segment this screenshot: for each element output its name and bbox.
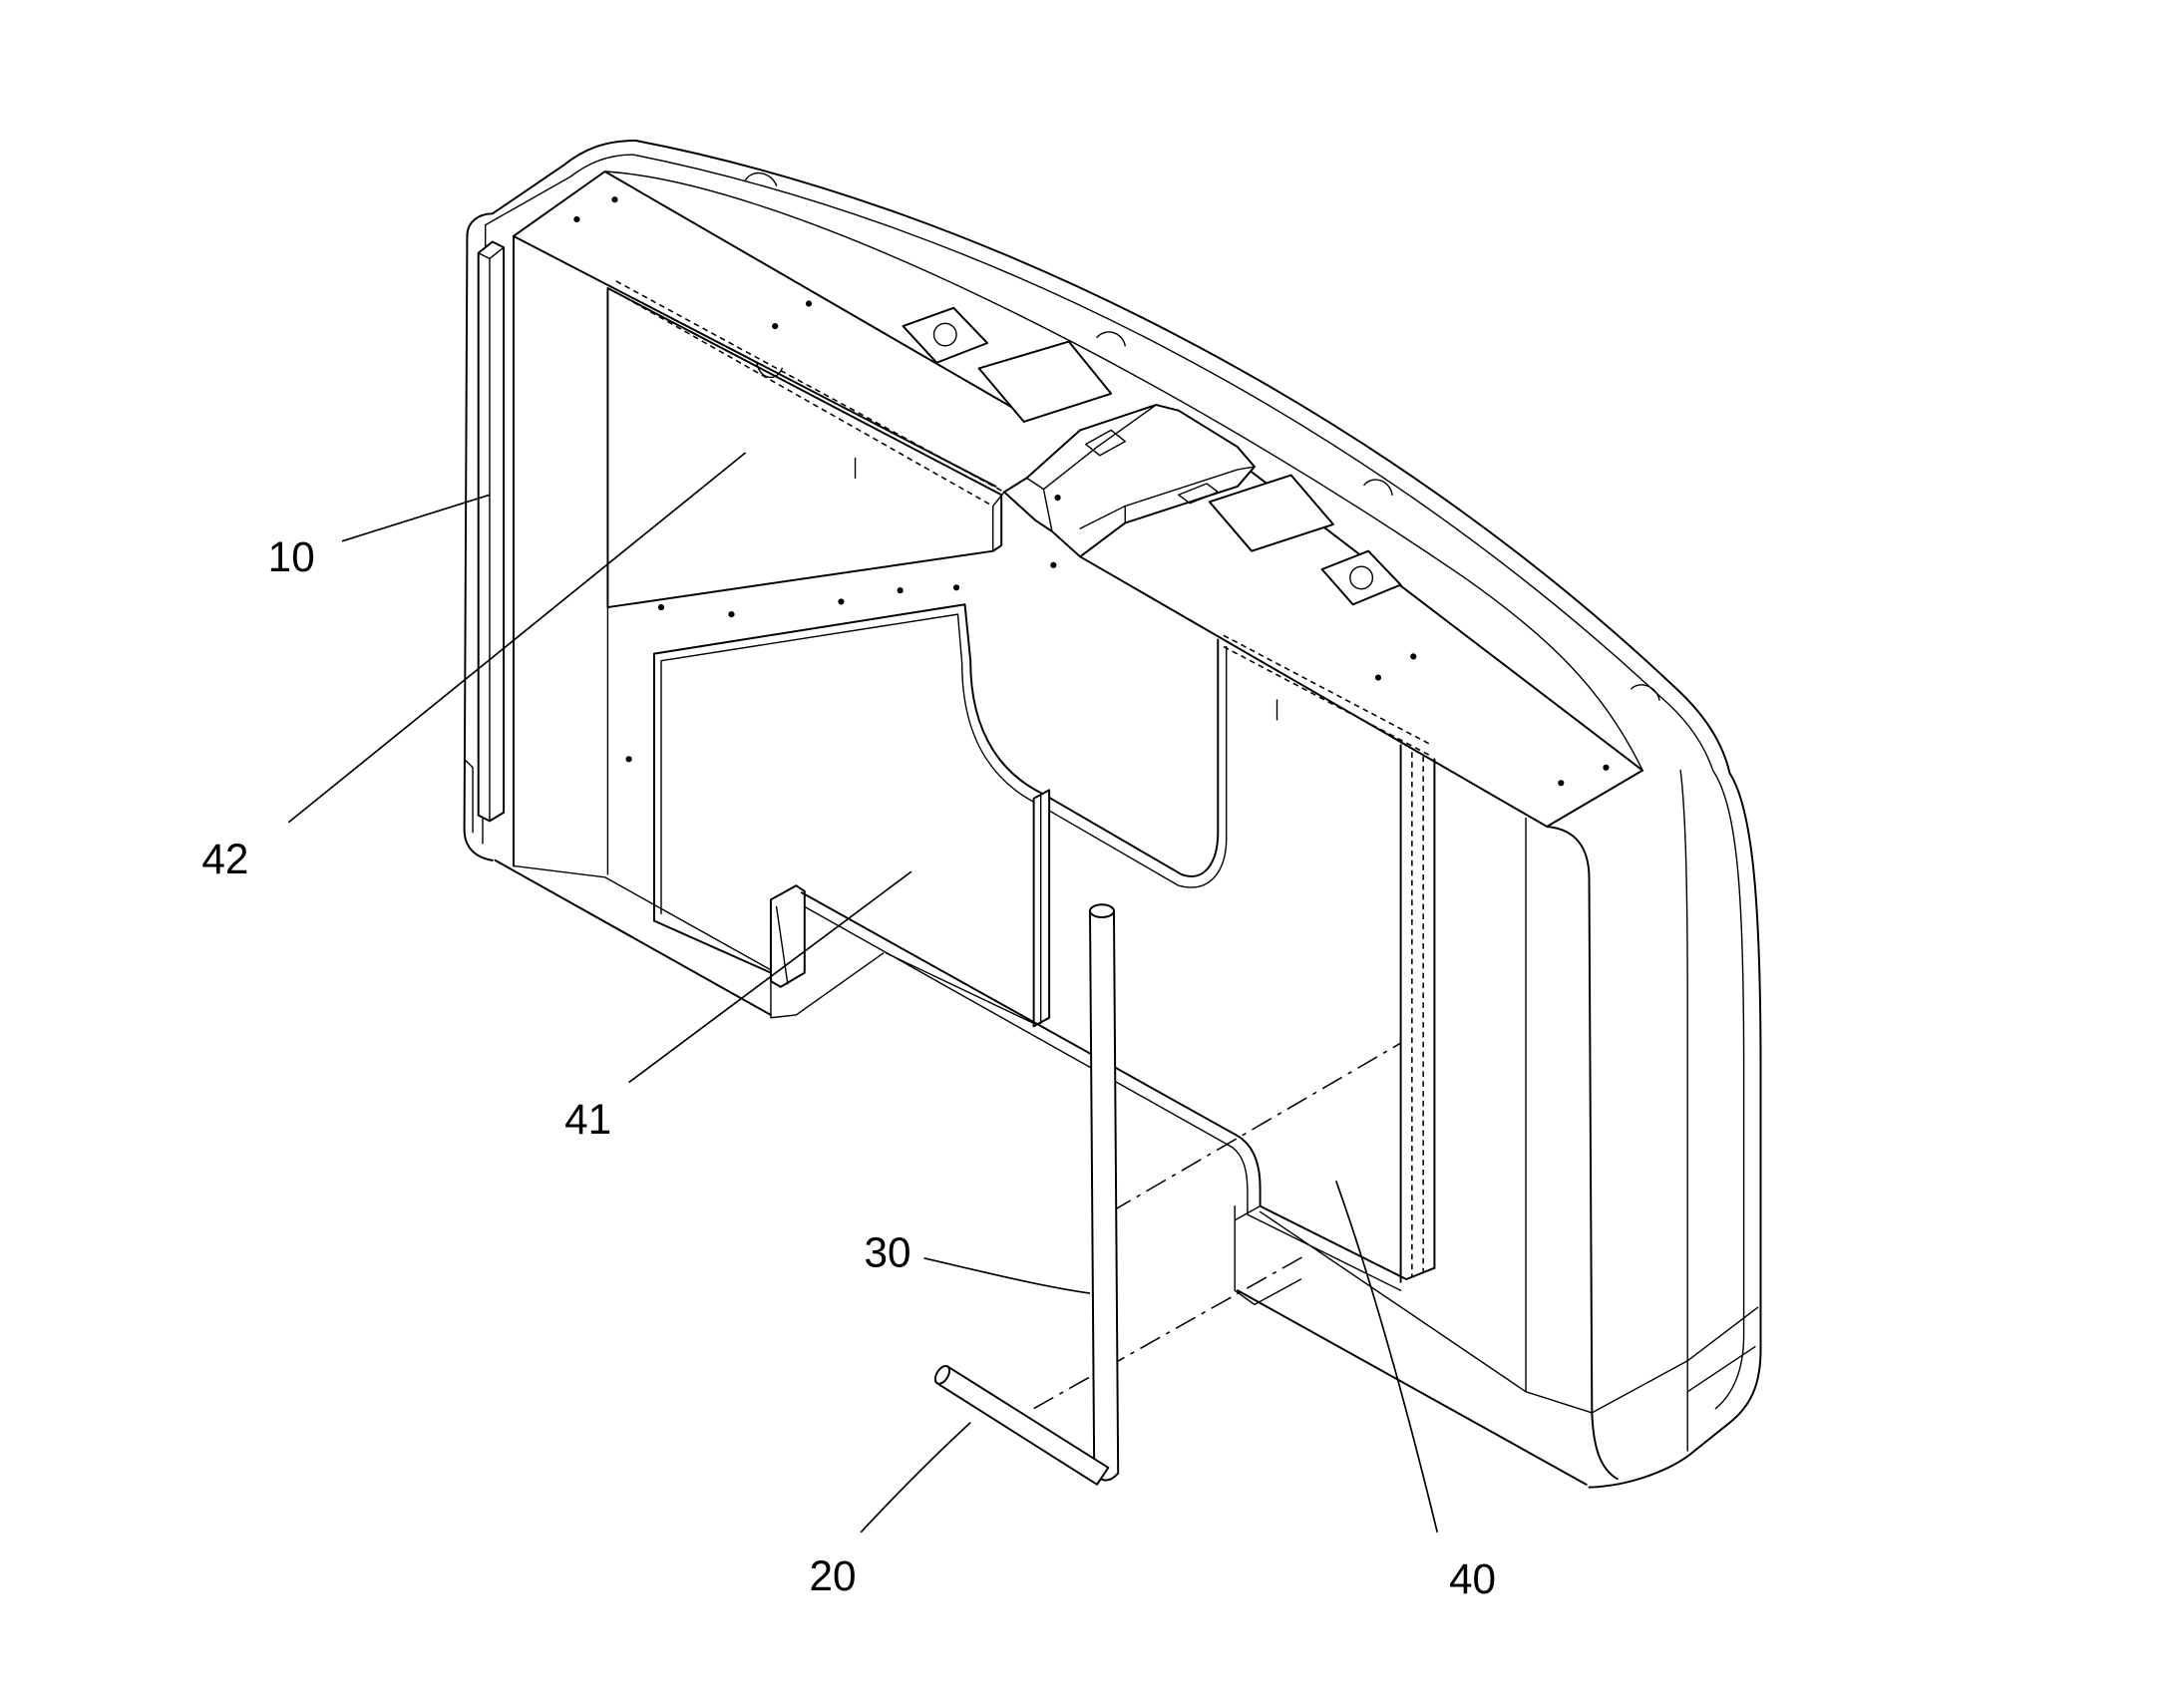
rim-bump-1: [744, 171, 778, 186]
shell-rim-inner: [603, 171, 1643, 772]
back-face-bottom-edge: [513, 864, 772, 971]
right-cap-band-2: [1686, 1345, 1756, 1393]
hole: [838, 598, 845, 605]
shell-rim-outer: [466, 140, 1762, 1489]
left-panel-outer-edge: [463, 234, 494, 861]
leader-line-42: [287, 452, 747, 824]
tube-30-body: [1089, 909, 1120, 1482]
left-side-rail: [477, 240, 506, 823]
reference-numeral-40: 40: [1449, 1555, 1496, 1602]
reference-numeral-42: 42: [201, 836, 248, 882]
leader-line-40: [1334, 1181, 1439, 1533]
reference-numeral-30: 30: [864, 1229, 910, 1276]
hole: [1410, 653, 1417, 660]
plate-40-bottom-edge: [800, 891, 1436, 1280]
hole: [1558, 780, 1565, 787]
plate-41-bottom-left: [652, 919, 772, 974]
mounting-plate-41: [652, 603, 1228, 1028]
tube-20-end-cap: [933, 1364, 951, 1385]
plate-41-outline: [652, 603, 1220, 922]
rail-edge: [477, 246, 505, 823]
top-face-near-edge-left: [512, 234, 997, 488]
top-face-details: [902, 306, 1402, 606]
plate-40-bottom-edge-inner: [804, 905, 1402, 1291]
right-cap-front-corner: [1546, 826, 1619, 1481]
hole: [611, 196, 618, 203]
mounting-plate-42: [606, 280, 1005, 609]
reference-numeral-41: 41: [564, 1096, 611, 1143]
bottom-edge-right: [1237, 1289, 1588, 1486]
hole: [1603, 764, 1610, 771]
leader-lines: [287, 452, 1439, 1534]
hole: [805, 300, 813, 307]
reference-numeral-10: 10: [268, 533, 315, 580]
hole: [1050, 561, 1057, 568]
plate-42-hidden-edge-1: [615, 280, 1005, 494]
mounting-holes: [573, 196, 1610, 787]
hole: [573, 215, 580, 223]
plate-40-hidden-edge-top-1: [1223, 634, 1432, 746]
hole: [1054, 494, 1061, 502]
rail-body: [477, 240, 506, 823]
right-cap-band-1: [1686, 1306, 1759, 1362]
plate-41-outline-inner: [660, 613, 1228, 915]
center-bracket-tab-1: [1085, 429, 1126, 457]
plate-42-face: [606, 287, 1003, 609]
rim-bump-4: [1631, 684, 1660, 701]
back-face-bottom-edge-right: [1259, 1210, 1594, 1414]
center-bracket-plate: [1003, 404, 1256, 558]
tube-20-body: [935, 1365, 1110, 1486]
mounting-plate-40: [800, 634, 1436, 1306]
rim-bump-2: [1096, 331, 1126, 347]
leader-line-41: [628, 870, 912, 1084]
hole: [772, 322, 779, 330]
plate-40-hidden-edge-top-2: [1223, 645, 1432, 758]
shell-rim-middle: [485, 154, 1745, 1410]
phantom-line-upper: [1110, 1042, 1401, 1212]
center-bracket-flange-right: [1079, 466, 1256, 529]
plate-42-thickness-edge: [992, 491, 1005, 552]
rim-bump-3: [1363, 479, 1393, 496]
bottom-edge-mid: [885, 952, 1035, 1025]
center-bracket-tab-2: [1178, 483, 1220, 505]
top-pad-2: [977, 340, 1113, 423]
right-cap-vertical-line: [1679, 769, 1688, 1452]
hole: [657, 603, 665, 611]
tube-30: [1089, 903, 1120, 1482]
hole: [952, 584, 960, 591]
right-cap-band-3: [1591, 1360, 1688, 1414]
center-bracket-flange-left: [1025, 404, 1157, 532]
phantom-line-lower: [1033, 1252, 1308, 1410]
left-panel-notch: [463, 758, 474, 834]
plate-42-notch: [756, 362, 783, 378]
top-pad-4: [1320, 549, 1402, 606]
top-pad-1-hole: [932, 322, 957, 347]
tube-20: [933, 1364, 1110, 1486]
top-pad-4-hole: [1349, 565, 1374, 590]
hole: [728, 611, 735, 618]
phantom-lines: [1033, 1042, 1401, 1410]
leader-line-20: [860, 1422, 971, 1534]
plate-42-hidden-edge-2: [615, 291, 994, 508]
hole: [625, 756, 632, 763]
tube-30-end-cap: [1089, 903, 1115, 918]
reference-numerals: 10 42 41 30 20 40: [201, 533, 1496, 1602]
hole: [897, 587, 904, 594]
leader-line-10: [341, 494, 491, 542]
center-bracket: [1003, 404, 1256, 558]
top-pad-3: [1208, 474, 1334, 552]
plate-40-lower-bracket: [1234, 1204, 1302, 1306]
hole: [1374, 674, 1382, 681]
bottom-edge-left: [494, 858, 772, 1016]
leader-line-30: [923, 1257, 1091, 1294]
plate-41-lower-bracket-detail: [770, 905, 885, 1019]
reference-numeral-20: 20: [809, 1552, 856, 1599]
top-pad-1: [902, 306, 989, 364]
